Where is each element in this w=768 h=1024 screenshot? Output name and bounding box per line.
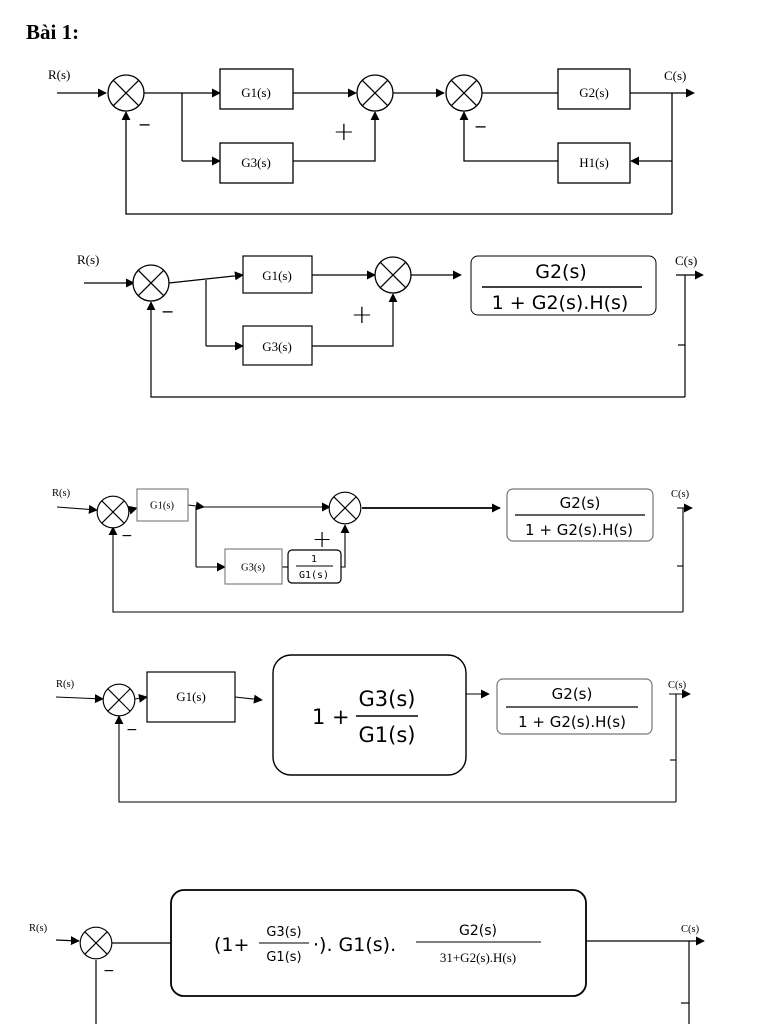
page-title: Bài 1: <box>26 20 80 44</box>
plus-sign: + <box>351 300 373 330</box>
diagram-3-g1-moved <box>56 501 693 613</box>
block-g3 <box>219 142 294 184</box>
final-open-text: (1+ <box>214 934 249 956</box>
summing-junction-2 <box>374 256 412 294</box>
final-ratio-numerator: G3(s) <box>266 925 301 940</box>
summing-junction-2 <box>356 74 394 112</box>
tf-denominator: 1 + G2(s).H(s) <box>518 713 626 731</box>
one-plus-text: 1 + <box>312 705 350 729</box>
inverse-denominator: G1(s) <box>299 570 329 581</box>
g1-label: G1(s) <box>241 85 271 100</box>
block-g1 <box>242 255 313 294</box>
summing-junction-1 <box>102 683 136 717</box>
tf-denominator: 1 + G2(s).H(s) <box>525 521 633 539</box>
minus-sign: − <box>103 963 115 979</box>
g1-label: G1(s) <box>262 268 292 283</box>
summing-junction-1 <box>132 264 170 302</box>
minus-sign: − <box>121 528 133 544</box>
inverse-numerator: 1 <box>311 554 317 565</box>
input-label: R(s) <box>48 67 70 82</box>
block-g1 <box>219 68 294 110</box>
block-h1 <box>557 142 631 184</box>
input-label: R(s) <box>56 679 75 690</box>
summing-junction-1 <box>107 74 145 112</box>
output-label: C(s) <box>675 253 697 268</box>
plus-sign: + <box>333 117 355 147</box>
minus-sign: − <box>126 722 138 738</box>
g2-label: G2(s) <box>579 85 609 100</box>
summing-junction-2 <box>328 491 362 525</box>
block-g1 <box>136 488 189 522</box>
summing-junction-1 <box>79 926 113 960</box>
g1-label: G1(s) <box>176 689 206 704</box>
tf-denominator: 1 + G2(s).H(s) <box>492 292 629 314</box>
g3-label: G3(s) <box>262 339 292 354</box>
diagram-1-original <box>57 88 695 215</box>
minus-sign: − <box>138 115 151 134</box>
block-g3 <box>224 548 283 585</box>
output-label: C(s) <box>681 924 700 935</box>
tf-numerator: G2(s) <box>552 685 593 703</box>
h1-label: H1(s) <box>579 155 609 170</box>
final-tf-numerator: G2(s) <box>459 923 497 939</box>
block-one-plus-ratio <box>272 654 467 776</box>
diagram-5-forward-path-combined <box>55 936 705 1024</box>
diagram-4-parallel-combined <box>55 689 691 803</box>
final-ratio-denominator: G1(s) <box>266 950 301 965</box>
ratio-denominator: G1(s) <box>359 723 416 747</box>
input-label: R(s) <box>29 923 48 934</box>
tf-numerator: G2(s) <box>535 261 587 283</box>
block-overall-forward <box>170 889 587 997</box>
g3-label: G3(s) <box>241 562 265 573</box>
input-label: R(s) <box>77 252 99 267</box>
block-g2 <box>557 68 631 110</box>
tf-numerator: G2(s) <box>560 494 601 512</box>
input-label: R(s) <box>52 488 71 499</box>
ratio-numerator: G3(s) <box>359 687 416 711</box>
minus-sign: − <box>161 302 174 321</box>
g3-label: G3(s) <box>241 155 271 170</box>
output-label: C(s) <box>671 489 690 500</box>
final-dot-text: ·). G1(s). <box>313 934 396 956</box>
output-label: C(s) <box>668 680 687 691</box>
plus-sign: + <box>312 525 332 553</box>
g1-label: G1(s) <box>150 500 174 511</box>
minus-sign: − <box>474 117 487 136</box>
summing-junction-3 <box>445 74 483 112</box>
final-tf-denominator: 31+G2(s).H(s) <box>440 950 516 965</box>
block-closed-loop-g2 <box>470 255 657 316</box>
block-g1 <box>146 671 236 723</box>
diagram-2-inner-loop-reduced <box>84 270 704 398</box>
block-g3 <box>242 325 313 366</box>
output-label: C(s) <box>664 68 686 83</box>
summing-junction-1 <box>96 495 130 529</box>
